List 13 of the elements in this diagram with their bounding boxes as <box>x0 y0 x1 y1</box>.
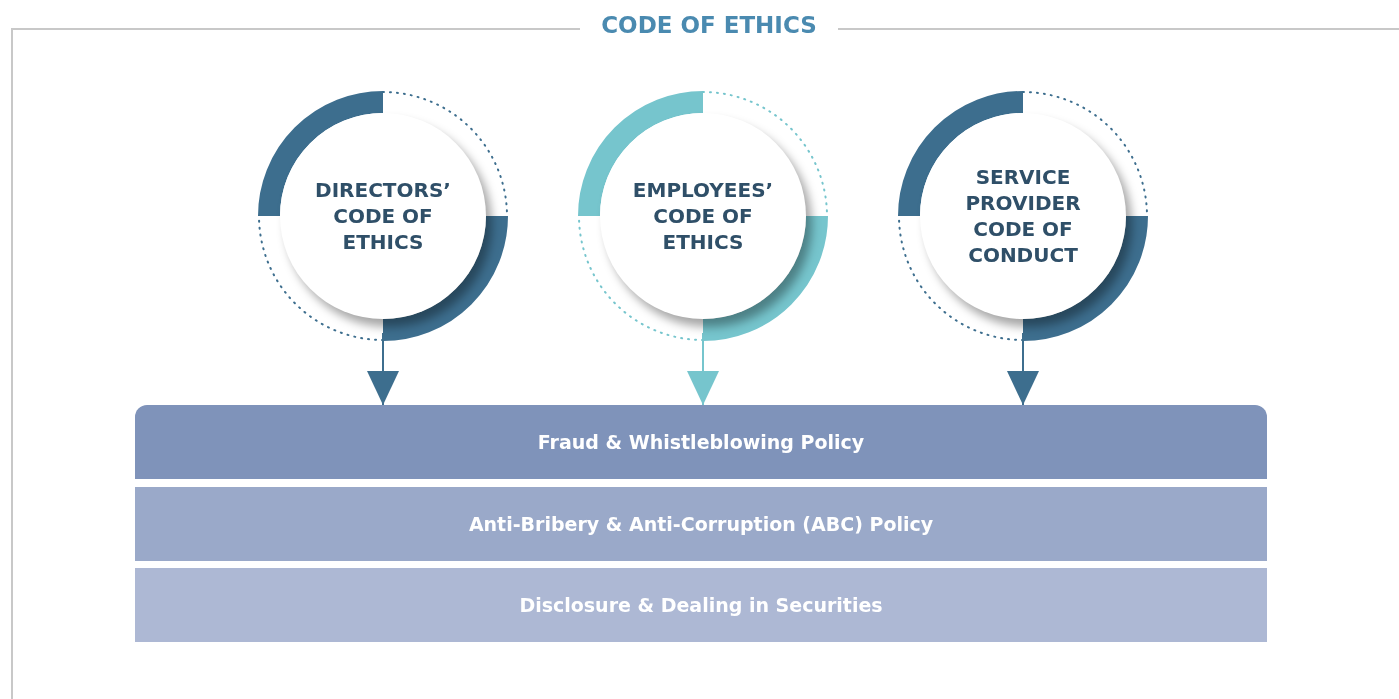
node-label: SERVICE PROVIDER CODE OF CONDUCT <box>964 164 1082 268</box>
node-label: Disclosure & Dealing in Securities <box>519 594 883 616</box>
policy-bar <box>135 405 1267 479</box>
title: CODE OF ETHICS <box>600 12 818 38</box>
policy-bar <box>135 487 1267 561</box>
node-label: Anti-Bribery & Anti-Corruption (ABC) Policy <box>468 513 934 535</box>
arrow <box>1007 332 1039 406</box>
node-label: DIRECTORS’ CODE OF ETHICS <box>314 177 452 255</box>
node-label: EMPLOYEES’ CODE OF ETHICS <box>631 177 775 255</box>
arrow <box>687 332 719 406</box>
policy-bar <box>135 568 1267 642</box>
arrow <box>367 332 399 406</box>
node-label: Fraud & Whistleblowing Policy <box>537 431 865 453</box>
